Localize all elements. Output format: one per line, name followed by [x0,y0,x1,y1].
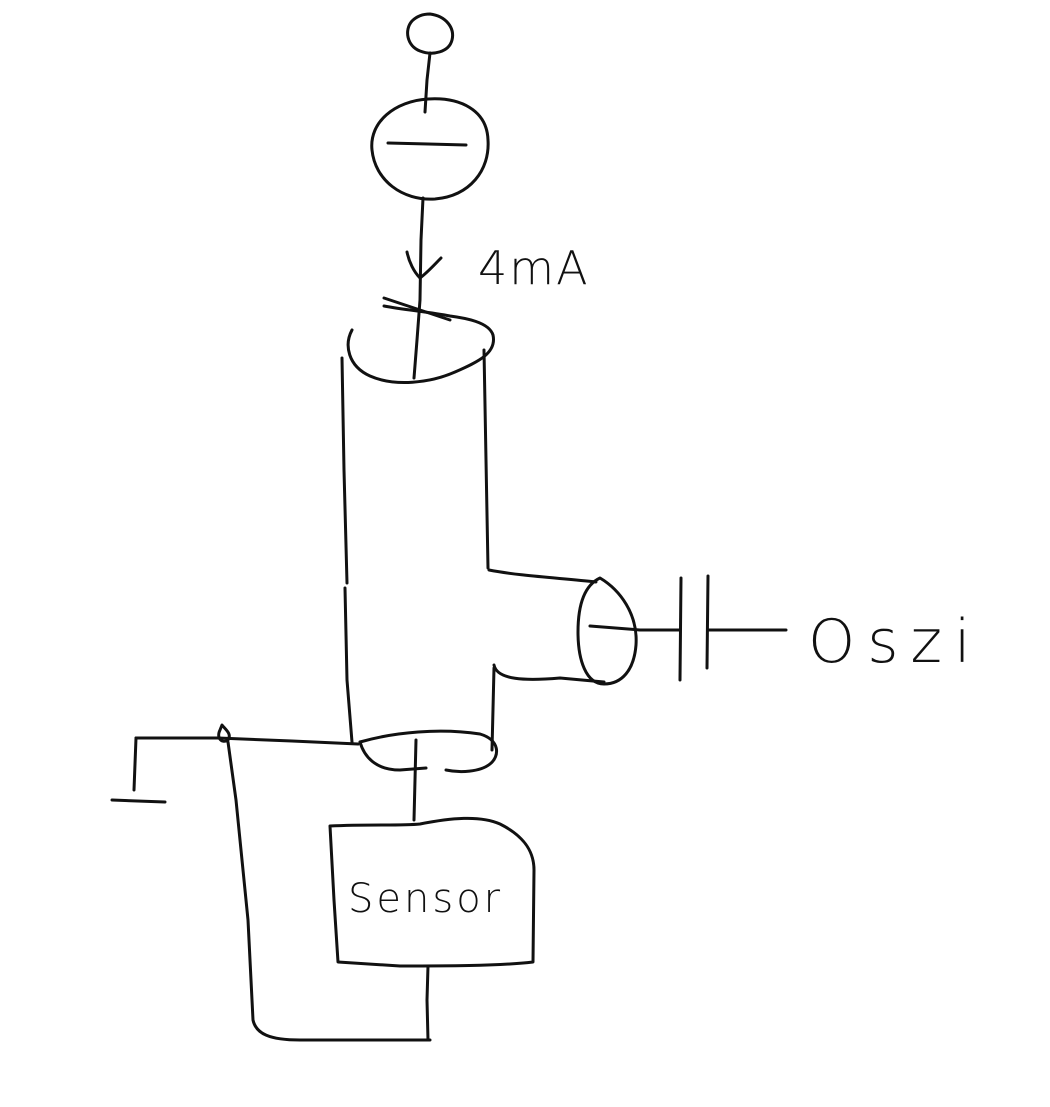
capacitor-symbol [588,574,788,682]
tee-bottom-opening [358,729,499,774]
supply-wire [412,196,425,380]
signal-wire [412,738,418,822]
current-source-symbol [370,97,490,201]
shield-wire [110,723,432,1042]
current-label: 4mA [478,241,590,295]
sensor-box [328,816,536,1042]
sensor-label: Sensor [348,876,503,922]
current-arrow-icon [405,250,443,280]
tee-side-opening [576,576,638,686]
scope-label: Oszi [808,607,983,677]
tee-top-opening [346,296,496,385]
supply-terminal [406,12,455,114]
tee-adapter-body [340,348,606,752]
